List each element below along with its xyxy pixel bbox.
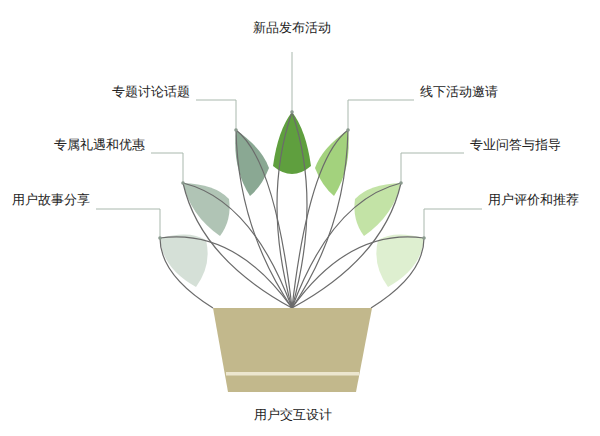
leaf-label: 专业问答与指导 [470,137,561,153]
leader-dots [158,110,426,240]
leaf-label: 线下活动邀请 [420,84,498,100]
petal-outlines [160,112,424,308]
pot-shape [213,308,372,392]
pot-body [213,308,372,392]
leaf-label: 专属礼遇和优惠 [54,137,145,153]
leaf-label: 用户评价和推荐 [488,192,579,208]
leaf-label: 新品发布活动 [253,20,331,36]
leaf-label: 专题讨论话题 [112,84,190,100]
leader-lines [96,52,482,238]
flower-pot: 用户交互设计 [213,308,372,392]
pot-caption: 用户交互设计 [254,407,332,423]
pot-band [226,372,359,376]
leaves [160,112,424,287]
leaf-label: 用户故事分享 [12,192,90,208]
